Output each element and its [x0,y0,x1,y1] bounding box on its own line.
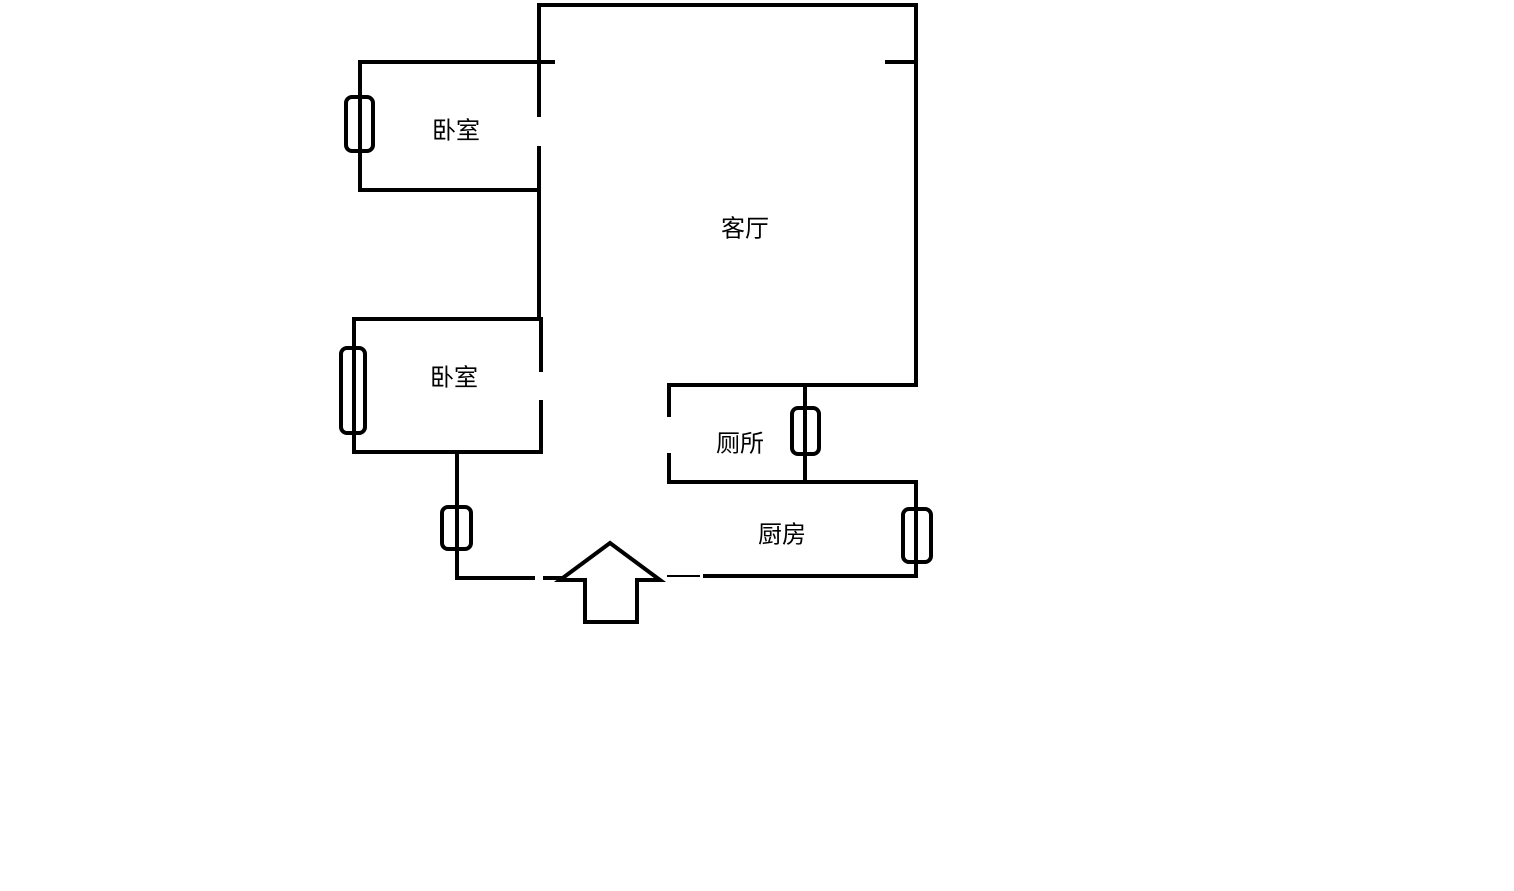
kitchen-label: 厨房 [758,520,806,549]
living-room-label: 客厅 [721,214,769,243]
window-icon [344,95,375,153]
window-icon [901,507,933,564]
kitchen-walls [901,507,933,564]
bedroom-1-label: 卧室 [432,116,480,145]
entrance-walls [440,450,918,580]
window-icon [790,406,821,456]
bedroom-2-label: 卧室 [430,363,478,392]
living-room-walls [537,3,918,387]
toilet-label: 厕所 [716,429,764,458]
window-icon [440,505,473,551]
bedroom-1-walls [344,60,541,192]
entrance-arrow-icon [553,540,667,624]
bedroom-2-walls [339,317,543,454]
toilet-walls [667,383,918,484]
window-icon [339,346,367,435]
